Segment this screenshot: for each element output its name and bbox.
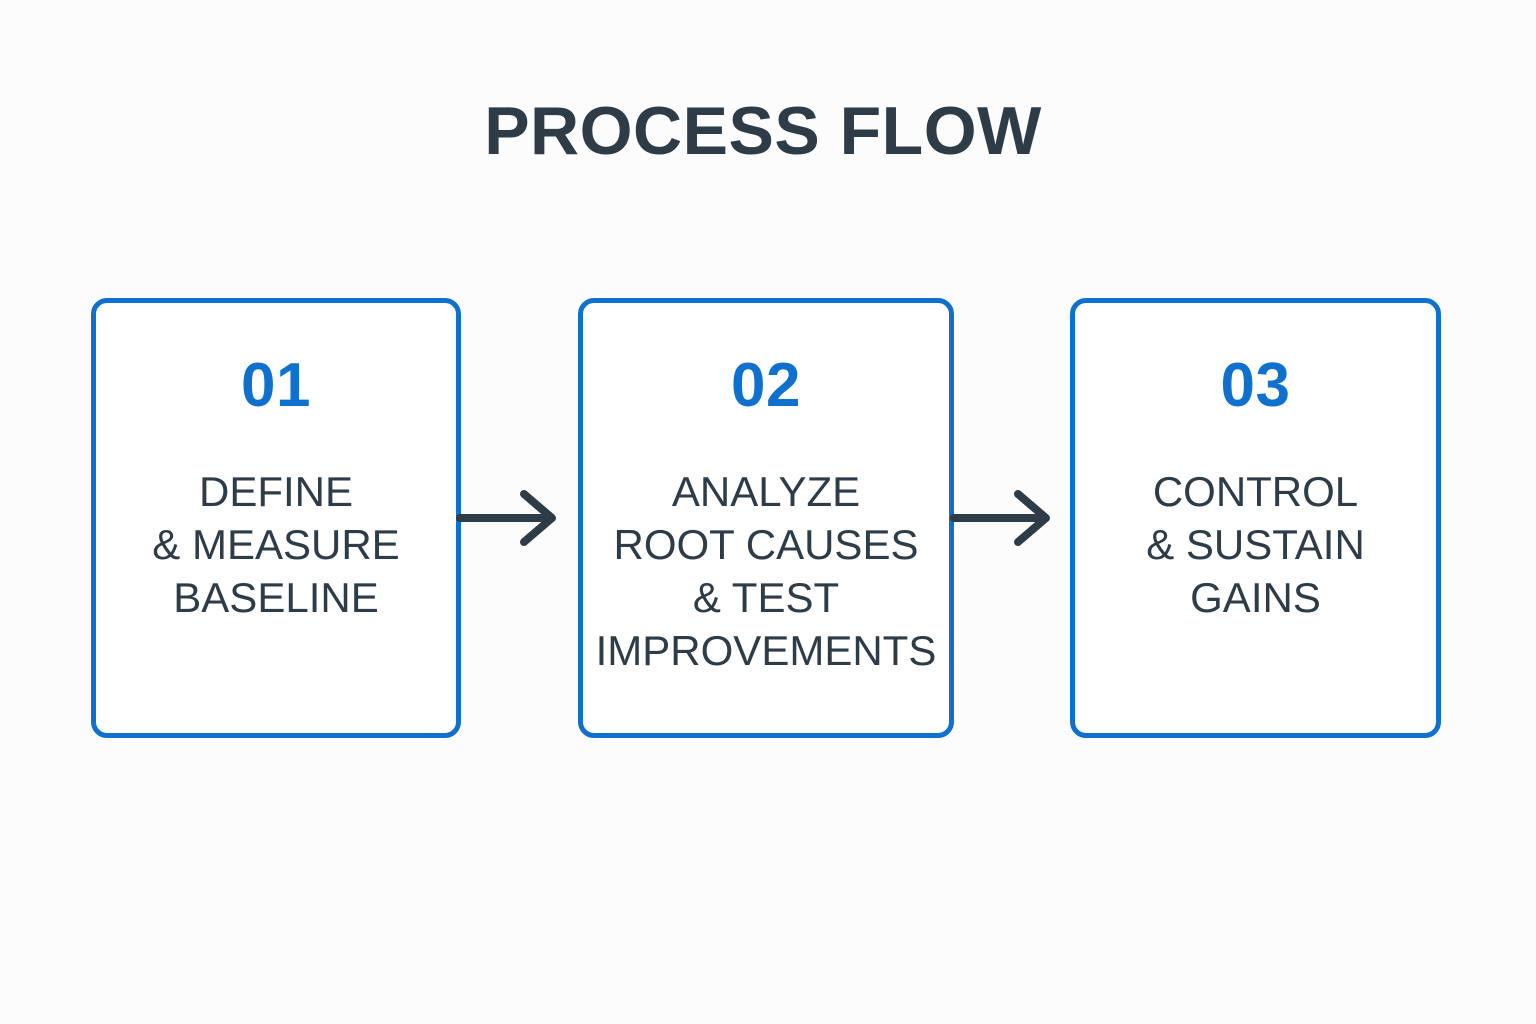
process-step-2[interactable]: 02 ANALYZE ROOT CAUSES & TEST IMPROVEMEN… <box>578 298 954 738</box>
step-number-3: 03 <box>1220 351 1291 420</box>
arrow-right-icon <box>456 490 556 546</box>
page-title-text: PROCESS FLOW <box>484 93 1042 169</box>
connector-step1-step2 <box>456 486 562 550</box>
connector-step2-step3 <box>950 486 1056 550</box>
process-step-1[interactable]: 01 DEFINE & MEASURE BASELINE <box>91 298 461 738</box>
step-number-1: 01 <box>241 351 311 420</box>
step-label-2: ANALYZE ROOT CAUSES & TEST IMPROVEMENTS <box>595 468 937 674</box>
step-label-1: DEFINE & MEASURE BASELINE <box>152 468 400 621</box>
step-number-2: 02 <box>731 351 801 420</box>
page-title: PROCESS FLOW <box>0 97 1536 165</box>
process-step-3[interactable]: 03 CONTROL & SUSTAIN GAINS <box>1070 298 1441 738</box>
arrow-right-icon <box>950 490 1050 546</box>
step-label-3: CONTROL & SUSTAIN GAINS <box>1146 468 1365 621</box>
